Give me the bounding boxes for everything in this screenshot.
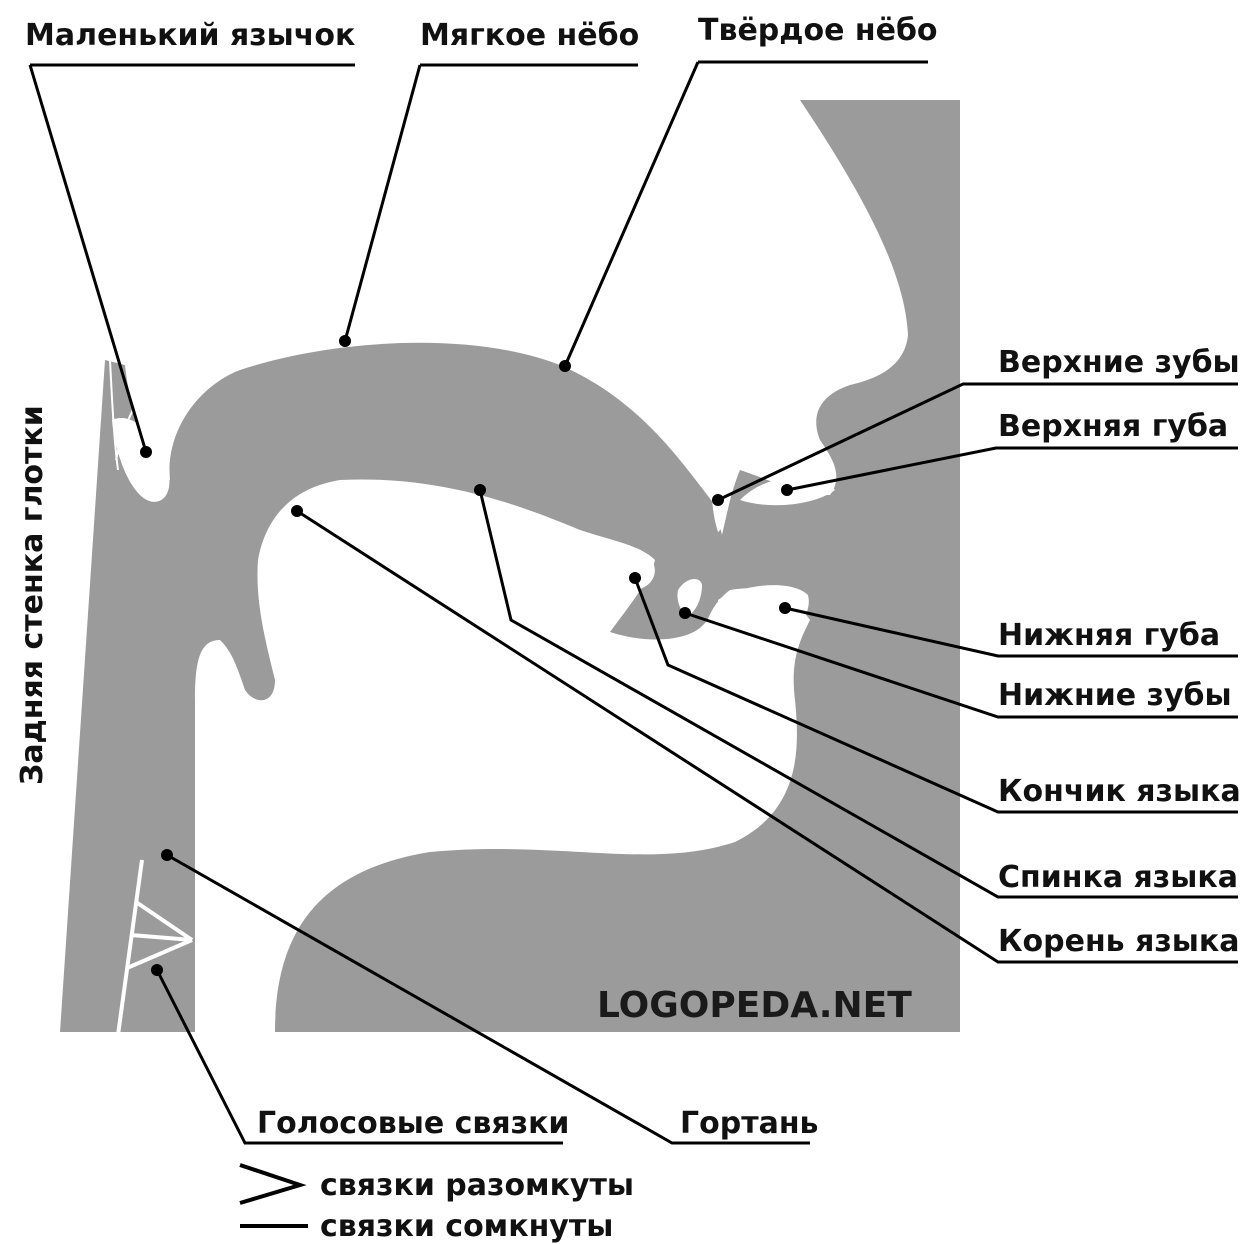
soft-palate-dot <box>339 335 351 347</box>
tongue-tip-dot <box>629 572 641 584</box>
hard-palate-dot <box>559 360 571 372</box>
tongue-back-dot <box>474 484 486 496</box>
legend-open-text: связки разомкуты <box>320 1168 634 1203</box>
soft-palate-pointer <box>345 65 420 341</box>
hard-palate-label: Твёрдое нёбо <box>698 13 938 48</box>
lower-lip-dot <box>779 602 791 614</box>
larynx-label: Гортань <box>680 1106 819 1141</box>
tongue-back-label: Спинка языка <box>998 860 1238 895</box>
tongue-root-label: Корень языка <box>998 924 1240 959</box>
upper-lip-dot <box>781 484 793 496</box>
head-profile-shape <box>60 100 960 1032</box>
upper-teeth-label: Верхние зубы <box>998 345 1240 380</box>
vocal-cords-dot <box>151 964 163 976</box>
watermark: LOGOPEDA.NET <box>597 985 912 1026</box>
legend-open-symbol <box>240 1165 300 1203</box>
tongue-tip-label: Кончик языка <box>998 774 1241 809</box>
legend: связки разомкуты связки сомкнуты <box>240 1165 634 1244</box>
hard-palate-pointer <box>565 62 698 366</box>
pharynx-wall-label: Задняя стенка глотки <box>15 405 50 785</box>
lower-lip-label: Нижняя губа <box>998 618 1220 653</box>
vocal-cords-label: Голосовые связки <box>257 1106 569 1141</box>
larynx-dot <box>161 849 173 861</box>
uvula-label: Маленький язычок <box>25 18 355 53</box>
legend-closed-text: связки сомкнуты <box>320 1209 613 1244</box>
upper-lip-label: Верхняя губа <box>998 409 1228 444</box>
lower-teeth-label: Нижние зубы <box>998 678 1232 713</box>
anatomy <box>60 100 960 1035</box>
uvula-dot <box>140 446 152 458</box>
soft-palate-label: Мягкое нёбо <box>420 18 639 53</box>
uvula-pointer <box>30 65 146 452</box>
tongue-root-dot <box>291 505 303 517</box>
lower-teeth-dot <box>679 607 691 619</box>
upper-teeth-dot <box>712 494 724 506</box>
